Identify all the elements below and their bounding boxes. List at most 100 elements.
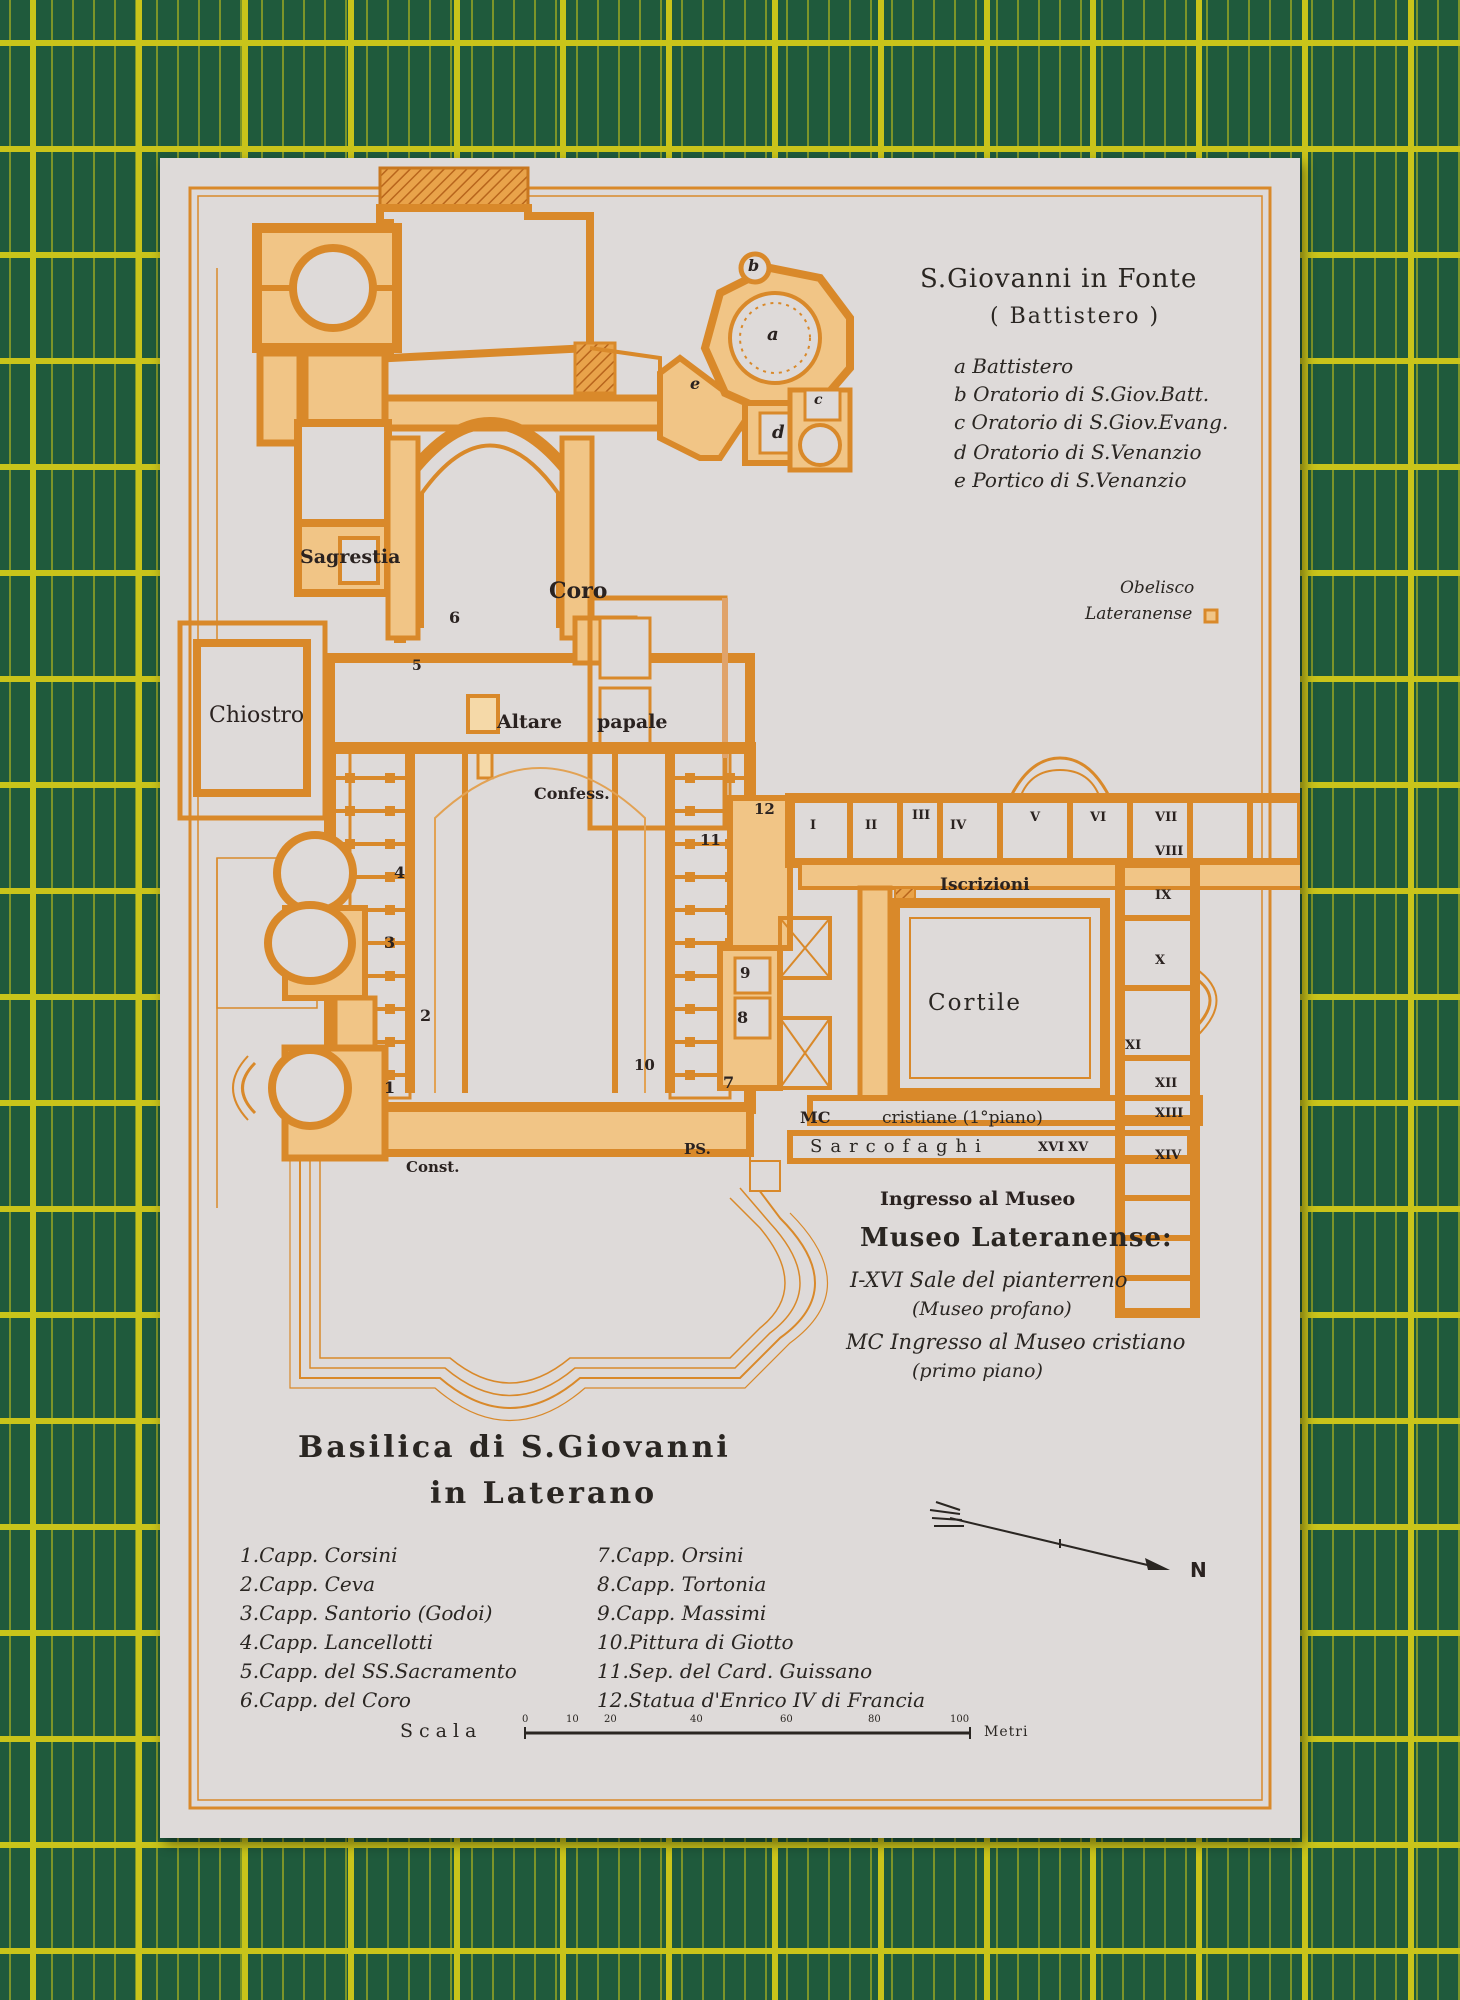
room-numeral-xi: XI	[1125, 1038, 1142, 1053]
mark-c: c	[814, 392, 823, 408]
plan-number-4: 4	[394, 863, 406, 882]
north-court	[376, 204, 594, 363]
scale-tick-0: 0	[522, 1714, 529, 1725]
floor-plan	[177, 166, 1300, 1810]
chapel-legend-1: 1.Capp. Corsini	[240, 1543, 398, 1567]
baptistery-legend-b: b Oratorio di S.Giov.Batt.	[954, 382, 1210, 406]
plan-number-5: 5	[412, 658, 422, 674]
museum-note-4: (primo piano)	[912, 1360, 1043, 1382]
room-numeral-xv: XV	[1068, 1140, 1089, 1155]
room-numeral-iv: IV	[950, 818, 967, 833]
cortile-courtyard	[890, 898, 1110, 1098]
apse-coro	[394, 417, 586, 643]
plan-number-3: 3	[384, 933, 396, 952]
baptistery-complex	[573, 251, 854, 473]
map-title-line2: in Laterano	[430, 1476, 658, 1511]
room-numeral-xvi: XVI	[1038, 1140, 1065, 1155]
obelisk-label-2: Lateranense	[1085, 604, 1193, 624]
mark-d: d	[772, 422, 785, 443]
scale-tick-20: 20	[604, 1714, 617, 1725]
label-chiostro: Chiostro	[209, 703, 305, 728]
room-numeral-xiii: XIII	[1155, 1106, 1184, 1121]
outer-frame	[188, 186, 1272, 1810]
label-coro: Coro	[549, 578, 608, 604]
plan-number-11: 11	[700, 831, 721, 849]
north-arrow	[929, 1501, 1170, 1570]
room-numeral-x: X	[1155, 953, 1166, 968]
scale-tick-10: 10	[566, 1714, 579, 1725]
mark-b: b	[748, 256, 760, 275]
museum-entrance: Ingresso al Museo	[880, 1188, 1076, 1210]
baptistery-title: S.Giovanni in Fonte	[920, 264, 1198, 294]
plan-number-7: 7	[723, 1073, 735, 1092]
room-numeral-xiv: XIV	[1155, 1148, 1182, 1163]
obelisk-label-1: Obelisco	[1120, 578, 1195, 598]
museum-note-1: I-XVI Sale del pianterreno	[850, 1268, 1128, 1292]
scale-tick-80: 80	[868, 1714, 881, 1725]
room-numeral-ix: IX	[1155, 888, 1172, 903]
baptistery-legend-e: e Portico di S.Venanzio	[954, 468, 1187, 492]
mark-a: a	[767, 324, 779, 345]
room-numeral-ii: II	[865, 818, 878, 833]
scale-label: Scala	[400, 1720, 483, 1742]
sagrestia-room	[294, 419, 392, 527]
baptistery-legend-d: d Oratorio di S.Venanzio	[954, 440, 1202, 464]
chapel-legend-10: 10.Pittura di Giotto	[597, 1630, 794, 1654]
label-papale: papale	[597, 711, 668, 733]
chapel-legend-8: 8.Capp. Tortonia	[597, 1572, 767, 1596]
papal-altar	[466, 694, 500, 734]
scale-unit: Metri	[984, 1724, 1029, 1740]
chapel-legend-6: 6.Capp. del Coro	[240, 1688, 411, 1712]
chapel-legend-12: 12.Statua d'Enrico IV di Francia	[597, 1688, 926, 1712]
inner-frame	[197, 195, 1263, 1801]
plan-number-9: 9	[740, 964, 751, 982]
scale-tick-60: 60	[780, 1714, 793, 1725]
plan-number-8: 8	[737, 1008, 749, 1027]
chapel-legend-7: 7.Capp. Orsini	[597, 1543, 744, 1567]
transept	[325, 653, 755, 753]
label-mc: MC	[800, 1108, 831, 1127]
label-iscrizioni: Iscrizioni	[940, 875, 1030, 895]
hatched-block	[378, 166, 530, 210]
map-title-line1: Basilica di S.Giovanni	[298, 1430, 731, 1465]
chapel-3	[264, 901, 356, 985]
room-numeral-viii: VIII	[1155, 844, 1184, 859]
map-sheet: S.Giovanni in Fonte ( Battistero ) a Bat…	[160, 158, 1300, 1838]
label-confess: Confess.	[534, 784, 610, 803]
museum-title: Museo Lateranense:	[860, 1223, 1173, 1253]
chapel-legend-9: 9.Capp. Massimi	[597, 1601, 767, 1625]
plan-number-6: 6	[449, 608, 461, 627]
label-const: Const.	[406, 1158, 460, 1176]
plan-number-12: 12	[754, 800, 775, 818]
north-label: N	[1190, 1558, 1207, 1582]
room-numeral-vi: VI	[1090, 810, 1107, 825]
label-sagrestia: Sagrestia	[300, 546, 401, 568]
room-numeral-i: I	[810, 818, 817, 833]
chapel-legend-11: 11.Sep. del Card. Guissano	[597, 1659, 873, 1683]
baptistery-subtitle: ( Battistero )	[990, 304, 1161, 329]
label-ps: PS.	[684, 1140, 711, 1158]
plan-number-1: 1	[384, 1078, 396, 1097]
chapel-4	[273, 831, 357, 915]
label-cortile: Cortile	[928, 990, 1023, 1016]
museum-note-2: (Museo profano)	[912, 1298, 1072, 1320]
scale-bar	[524, 1727, 971, 1739]
obelisk-marker	[1203, 608, 1219, 624]
room-numeral-xii: XII	[1155, 1076, 1178, 1091]
chapel-legend-4: 4.Capp. Lancellotti	[240, 1630, 434, 1654]
label-altare: Altare	[497, 711, 563, 733]
portico-steps	[299, 1078, 816, 1409]
scale-tick-40: 40	[690, 1714, 703, 1725]
plan-number-2: 2	[420, 1006, 432, 1025]
baptistery-legend-c: c Oratorio di S.Giov.Evang.	[954, 410, 1229, 434]
baptistery-legend-a: a Battistero	[954, 354, 1074, 378]
mark-e: e	[690, 374, 701, 393]
chapel-legend-3: 3.Capp. Santorio (Godoi)	[240, 1601, 493, 1625]
room-numeral-iii: III	[912, 808, 931, 823]
room-numeral-v: V	[1030, 810, 1041, 825]
plan-number-10: 10	[634, 1056, 655, 1074]
label-cristiane: cristiane (1°piano)	[882, 1108, 1043, 1128]
scale-tick-100: 100	[950, 1714, 970, 1725]
chapel-legend-5: 5.Capp. del SS.Sacramento	[240, 1659, 517, 1683]
museum-note-3: MC Ingresso al Museo cristiano	[846, 1330, 1186, 1354]
